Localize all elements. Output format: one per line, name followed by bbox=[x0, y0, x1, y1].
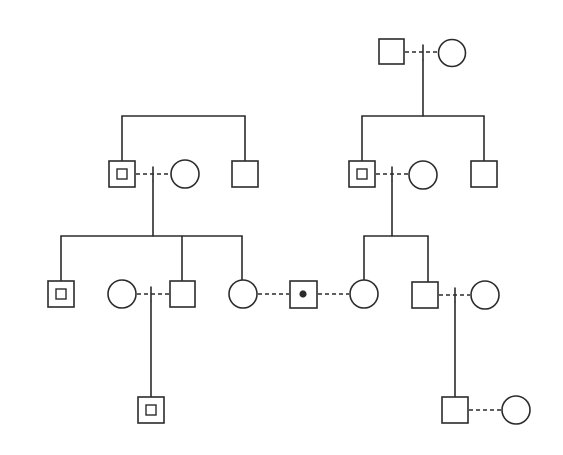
generation-1 bbox=[378, 38, 467, 117]
g2-carrier-mark-left bbox=[116, 168, 128, 180]
g4-carrier-mark bbox=[145, 404, 157, 416]
g4-female bbox=[501, 395, 531, 425]
g1-male-right bbox=[378, 38, 405, 65]
g2-male-right bbox=[470, 160, 498, 188]
g3-male-2 bbox=[411, 281, 439, 309]
g2-female-left bbox=[170, 159, 200, 189]
generation-2 bbox=[108, 159, 498, 190]
g2-male-left bbox=[231, 160, 259, 188]
generation-4 bbox=[137, 395, 531, 425]
g3-affected-dot bbox=[299, 290, 307, 298]
generation-2-sibships bbox=[121, 115, 485, 161]
generation-3 bbox=[47, 279, 500, 310]
g3-female-2 bbox=[228, 279, 258, 309]
g3-carrier-mark bbox=[55, 288, 67, 300]
g3-male-1 bbox=[169, 280, 196, 308]
generation-4-lines bbox=[150, 300, 456, 397]
generation-3-sibships bbox=[60, 180, 429, 283]
g1-female-right bbox=[437, 38, 467, 68]
g3-female-3 bbox=[349, 279, 379, 309]
g3-female-1 bbox=[107, 279, 137, 309]
g2-carrier-mark-right bbox=[356, 168, 368, 180]
g2-female-right bbox=[408, 160, 438, 190]
g4-male bbox=[441, 396, 469, 424]
g3-female-4 bbox=[470, 280, 500, 310]
